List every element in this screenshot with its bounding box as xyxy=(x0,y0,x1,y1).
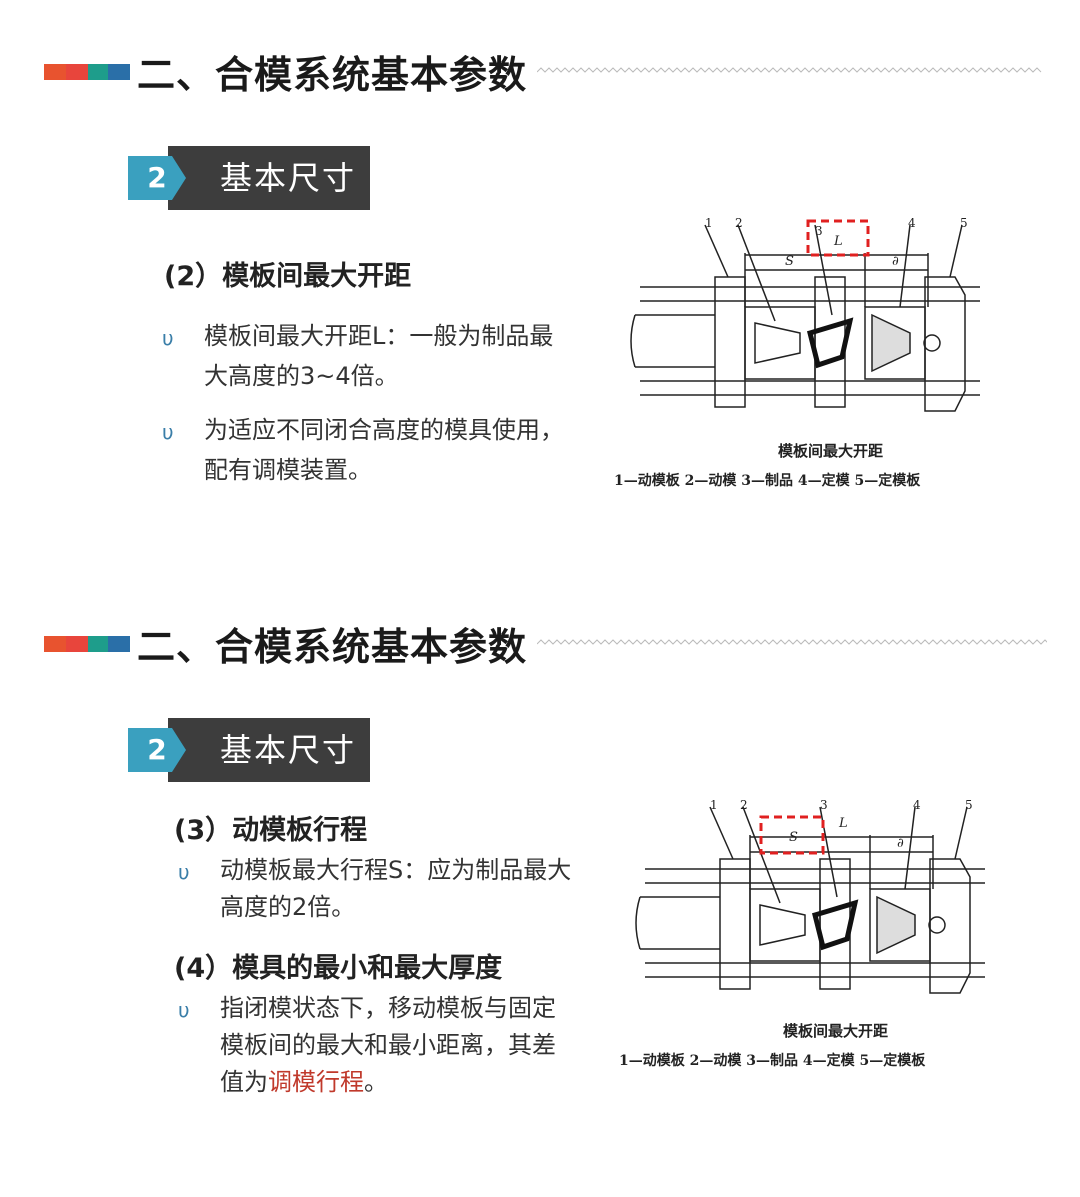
header-wave-divider xyxy=(537,639,1047,645)
figure-legend: 1—动模板 2—动模 3—制品 4—定模 5—定模板 xyxy=(614,473,921,489)
figure-label-d: ∂ xyxy=(892,254,899,269)
highlight-term: 调模行程 xyxy=(268,1068,364,1096)
slide-1: 二、合模系统基本参数 2 基本尺寸 (2）模板间最大开距 υ 模板间最大开距L：… xyxy=(0,0,1080,560)
slide-2: 二、合模系统基本参数 2 基本尺寸 (3）动模板行程 υ 动模板最大行程S：应为… xyxy=(0,572,1080,1132)
figure-label-s: S xyxy=(785,254,794,269)
bullet-mark-icon: υ xyxy=(162,420,174,444)
clamping-diagram: 1 2 3 4 5 S L ∂ xyxy=(630,216,980,412)
figure-label-d: ∂ xyxy=(897,836,904,851)
bullet-item: υ 模板间最大开距L：一般为制品最 大高度的3~4倍。 xyxy=(162,316,584,396)
figure-label-4: 4 xyxy=(913,798,921,812)
section-badge: 2 基本尺寸 xyxy=(128,146,372,210)
figure-label-l: L xyxy=(838,816,848,831)
bullet-item: υ 指闭模状态下，移动模板与固定 模板间的最大和最小距离，其差 值为调模行程。 xyxy=(178,994,556,1096)
bullet-mark-icon: υ xyxy=(162,326,174,350)
bullet-mark-icon: υ xyxy=(178,998,190,1022)
bullet-item: υ 为适应不同闭合高度的模具使用， 配有调模装置。 xyxy=(162,410,584,490)
bullet-mark-icon: υ xyxy=(178,860,190,884)
clamping-diagram: 1 2 3 4 5 S L ∂ xyxy=(635,798,985,994)
header-title: 二、合模系统基本参数 xyxy=(137,625,528,669)
header-wave-divider xyxy=(537,67,1042,73)
figure-label-s: S xyxy=(789,830,798,845)
figure-label-2: 2 xyxy=(735,216,743,230)
figure-caption: 模板间最大开距 xyxy=(778,442,884,460)
figure-label-1: 1 xyxy=(705,216,713,230)
section-label: 基本尺寸 xyxy=(220,731,357,769)
subsection-title: (2）模板间最大开距 xyxy=(164,261,412,292)
figure-label-2: 2 xyxy=(740,798,748,812)
section-label: 基本尺寸 xyxy=(220,159,357,197)
figure-label-5: 5 xyxy=(965,798,973,812)
figure-label-3: 3 xyxy=(820,798,828,812)
figure-label-3: 3 xyxy=(815,224,823,238)
figure-label-l: L xyxy=(833,234,843,249)
subsection-title: (4）模具的最小和最大厚度 xyxy=(174,953,503,984)
header-color-bars xyxy=(44,636,130,652)
header-color-bars xyxy=(44,64,130,80)
figure-label-1: 1 xyxy=(710,798,718,812)
figure-label-4: 4 xyxy=(908,216,916,230)
section-number: 2 xyxy=(147,733,167,766)
section-badge: 2 基本尺寸 xyxy=(128,718,372,782)
figure-legend: 1—动模板 2—动模 3—制品 4—定模 5—定模板 xyxy=(619,1053,926,1069)
section-number: 2 xyxy=(147,161,167,194)
header-title: 二、合模系统基本参数 xyxy=(137,53,528,97)
subsection-title: (3）动模板行程 xyxy=(174,815,368,846)
figure-label-5: 5 xyxy=(960,216,968,230)
bullet-item: υ 动模板最大行程S：应为制品最大 高度的2倍。 xyxy=(178,856,572,921)
figure-caption: 模板间最大开距 xyxy=(783,1022,889,1040)
